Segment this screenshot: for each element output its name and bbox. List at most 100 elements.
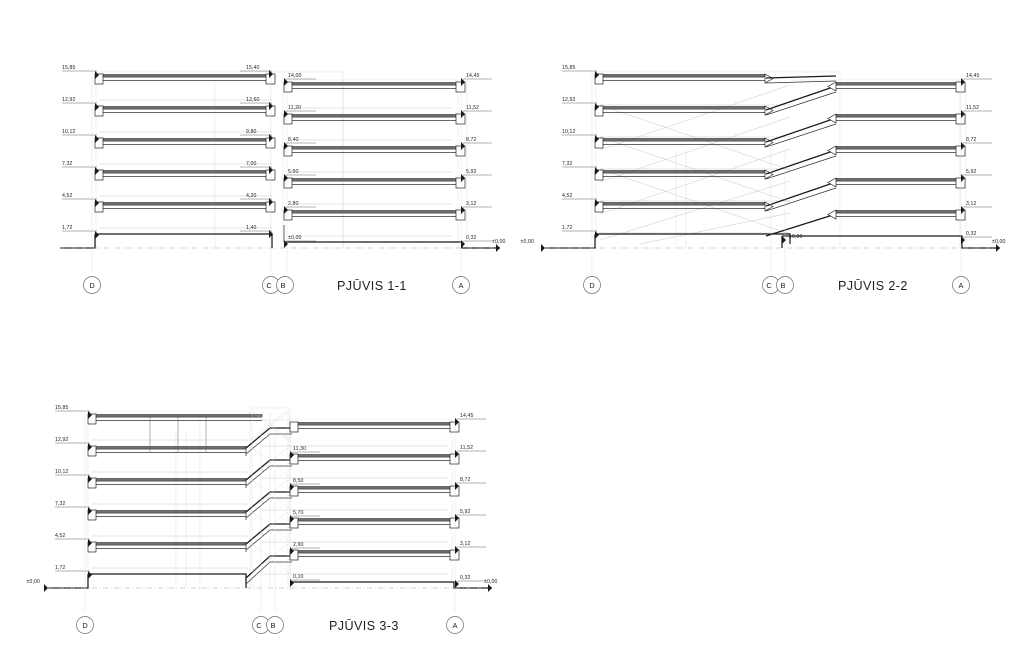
grid-bubble-B[interactable]: B xyxy=(266,616,284,634)
level-tag: 12,92 xyxy=(62,97,99,111)
slab xyxy=(283,113,466,125)
level-value: 10,12 xyxy=(62,129,75,135)
slab xyxy=(594,73,774,85)
level-tags-left-1: 15,85 12,92 10,12 7,32 4,52 1,72 xyxy=(62,65,99,239)
section-title: PJŪVIS 2-2 xyxy=(838,279,908,293)
level-value: 9,80 xyxy=(246,129,257,135)
level-value: 4,52 xyxy=(562,193,573,199)
slab xyxy=(94,105,276,117)
level-value: 7,32 xyxy=(562,161,573,167)
grid-bubble-label: D xyxy=(82,621,87,630)
level-value: 8,50 xyxy=(293,478,304,484)
level-value: 3,12 xyxy=(460,541,471,547)
level-tag: 2,90 xyxy=(290,542,320,555)
level-tag: 0,32 xyxy=(455,575,486,588)
level-value: 15,85 xyxy=(62,65,75,71)
level-tags-right-2: 14,45 11,52 8,72 5,92 3,12 0,32 ±0,00 xyxy=(961,73,1005,252)
level-value: ±0,00 xyxy=(789,234,802,240)
slab xyxy=(87,541,247,553)
grid-bubble-B[interactable]: B xyxy=(276,276,294,294)
level-tag-datum: ±0,00 xyxy=(492,239,505,252)
level-tag: 5,70 xyxy=(290,510,320,523)
level-value: 1,72 xyxy=(562,225,573,231)
level-value: 4,20 xyxy=(246,193,257,199)
level-tag: 15,85 xyxy=(562,65,599,79)
level-value: 5,92 xyxy=(466,169,477,175)
grid-bubble-label: C xyxy=(266,281,272,290)
level-tag: 12,60 xyxy=(240,97,273,110)
level-tag: 0,32 xyxy=(961,231,992,244)
grid-bubble-A[interactable]: A xyxy=(952,276,970,294)
floor-slabs-right-1 xyxy=(283,81,500,249)
slab xyxy=(94,73,276,85)
floor-slabs-left-2 xyxy=(545,73,791,249)
level-tag: ±0,00 xyxy=(284,235,316,248)
level-value: 8,72 xyxy=(466,137,477,143)
level-tag: 14,45 xyxy=(455,413,486,426)
slab xyxy=(827,209,966,221)
level-value: 1,40 xyxy=(246,225,257,231)
level-value: ±0,00 xyxy=(484,579,497,585)
slab xyxy=(289,549,460,561)
level-tags-right-1: 14,45 11,52 8,72 5,92 3,12 0,32 ±0,00 xyxy=(461,73,505,252)
grid-bubble-A[interactable]: A xyxy=(452,276,470,294)
level-value: 4,52 xyxy=(55,533,66,539)
slab xyxy=(283,177,466,189)
slab xyxy=(827,113,966,125)
level-tag: 7,32 xyxy=(562,161,599,175)
slab xyxy=(594,137,774,149)
slab xyxy=(87,445,247,457)
slab xyxy=(283,145,466,157)
level-tag: 14,45 xyxy=(461,73,492,86)
section-pjuvis-3-3: 15,85 12,92 10,12 7,32 4,52 1,72 ±0,00 1… xyxy=(27,405,497,634)
level-tag: 11,30 xyxy=(290,446,320,459)
grid-bubbles-1: D C B A xyxy=(83,276,470,294)
level-tag: 14,00 xyxy=(284,73,316,86)
grid-bubble-D[interactable]: D xyxy=(83,276,101,294)
level-value: 5,60 xyxy=(288,169,299,175)
level-tag: 8,72 xyxy=(961,137,992,150)
level-tags-mid-2: ±0,00 xyxy=(782,234,802,244)
level-value: 0,32 xyxy=(966,231,977,237)
level-value: ±0,00 xyxy=(492,239,505,245)
level-value: 12,60 xyxy=(246,97,259,103)
level-value: 14,45 xyxy=(460,413,473,419)
level-value: 14,45 xyxy=(466,73,479,79)
envelope-outlines-3 xyxy=(87,407,453,590)
grid-bubble-D[interactable]: D xyxy=(583,276,601,294)
level-tag: 5,92 xyxy=(455,509,486,522)
level-tag: 11,52 xyxy=(461,105,492,118)
level-value: ±0,00 xyxy=(992,239,1005,245)
level-tag: 4,52 xyxy=(62,193,99,207)
level-tags-right-3: 14,45 11,52 8,72 5,92 3,12 0,32 ±0,00 xyxy=(455,413,497,592)
level-tag: 5,92 xyxy=(961,169,992,182)
level-tag-datum: ±0,00 xyxy=(484,579,497,592)
grid-bubble-A[interactable]: A xyxy=(446,616,464,634)
level-tags-left-2: 15,85 12,92 10,12 7,32 4,52 1,72 ±0,00 xyxy=(521,65,599,252)
section-title: PJŪVIS 3-3 xyxy=(329,619,399,633)
grid-bubble-label: D xyxy=(89,281,94,290)
slab xyxy=(289,485,460,497)
level-value: 15,85 xyxy=(562,65,575,71)
level-tag: 10,12 xyxy=(55,469,92,483)
level-value: 10,12 xyxy=(55,469,68,475)
slab xyxy=(289,517,460,529)
level-value: 14,00 xyxy=(288,73,301,79)
grid-bubble-D[interactable]: D xyxy=(76,616,94,634)
level-value: 11,52 xyxy=(966,105,979,111)
slab xyxy=(594,169,774,181)
level-value: 2,80 xyxy=(288,201,299,207)
grid-bubble-label: A xyxy=(453,621,458,630)
level-tag: 1,40 xyxy=(240,225,273,238)
section-title: PJŪVIS 1-1 xyxy=(337,279,407,293)
level-tag: 12,92 xyxy=(55,437,92,451)
level-tag: 4,52 xyxy=(562,193,599,207)
grid-bubble-label: B xyxy=(781,281,786,290)
level-tag: 11,20 xyxy=(284,105,316,118)
level-tag: 10,12 xyxy=(562,129,599,143)
level-tag-datum: ±0,00 xyxy=(992,239,1005,252)
grid-bubbles-2: D C B A xyxy=(583,276,970,294)
grid-bubble-B[interactable]: B xyxy=(776,276,794,294)
slab xyxy=(594,105,774,117)
stair-shaft-hatch xyxy=(251,411,289,588)
